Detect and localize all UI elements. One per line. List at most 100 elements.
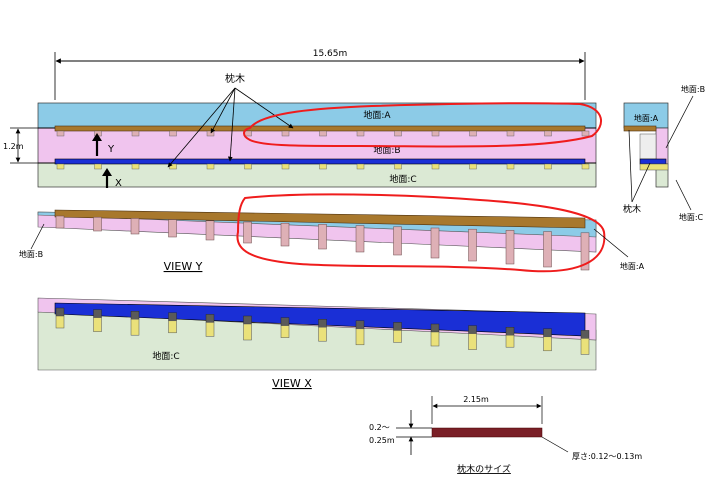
lower-stub [581, 163, 590, 170]
view-y-pile [168, 219, 177, 238]
view-x-cap [318, 319, 327, 328]
lower-stub [244, 163, 252, 170]
view-x-title: VIEW X [272, 377, 312, 390]
upper-stub [469, 130, 477, 137]
view-x-cap [393, 322, 402, 331]
upper-stub [356, 130, 365, 137]
view-y-pile [205, 220, 215, 241]
view-x-pile [580, 338, 590, 355]
overall-length-label: 15.65m [313, 49, 348, 59]
upper-stub [206, 130, 215, 137]
view-y-pile [55, 215, 65, 229]
view-y-pile [318, 224, 327, 250]
lower-stub [169, 163, 177, 170]
upper-stub [431, 130, 440, 137]
view-x-cap [430, 323, 440, 333]
lower-stub [356, 163, 365, 170]
view-x-cap [580, 330, 590, 339]
upper-sleeper-bar [54, 125, 586, 132]
view-x-cap [55, 307, 65, 317]
upper-stub [394, 130, 402, 137]
view-x-cap [280, 317, 290, 326]
x-axis-arrow: X [102, 168, 122, 189]
lower-stub [56, 163, 65, 170]
lower-stub [431, 163, 440, 170]
view-y-ground-b-label: 地面:B [19, 249, 43, 259]
view-x-pile [393, 330, 402, 343]
overall-length-dimension: 15.65m [54, 49, 586, 100]
upper-stub [506, 130, 515, 137]
view-x-cap [468, 325, 477, 334]
upper-stub [319, 130, 327, 137]
view-y-pile [243, 221, 252, 244]
view-y-pile [280, 222, 290, 247]
plan-view: 地面:A 地面:B 地面:C 枕木 1.2m Y X [3, 72, 602, 189]
view-y-pile [393, 226, 402, 256]
view-y-pile [93, 216, 102, 232]
upper-stub [131, 130, 140, 137]
sleeper-size-diagram: 2.15m 0.2〜 0.25m 厚さ:0.12〜0.13m 枕木のサイズ [369, 395, 642, 475]
lower-stub [94, 163, 102, 170]
plan-highlight [243, 102, 602, 148]
view-x-pile [468, 333, 477, 350]
view-x-cap [543, 328, 552, 337]
view-x-pile [318, 326, 327, 342]
side-ground-a [623, 102, 669, 129]
view-y-pile-group [55, 215, 590, 271]
view-y-pile [355, 225, 365, 253]
view-y-pile [430, 227, 440, 259]
ground-a-label: 地面:A [363, 109, 391, 121]
upper-stub [169, 130, 177, 137]
lower-stub [506, 163, 515, 170]
y-axis-arrow: Y [92, 133, 115, 156]
view-x-ground-c-label: 地面:C [152, 350, 179, 362]
view-x-pile [243, 323, 252, 341]
view-y: VIEW Y 地面:B 地面:A [19, 193, 645, 273]
side-sleeper-label: 枕木 [623, 203, 641, 215]
view-x-pile [205, 322, 215, 337]
side-ground-b-label: 地面:B [681, 84, 705, 94]
view-x-pile [55, 315, 65, 329]
view-y-highlight [236, 193, 606, 273]
view-x-pile [430, 331, 440, 347]
lower-stub [544, 163, 552, 170]
upper-stub [281, 130, 290, 137]
view-x: 地面:C VIEW X [37, 297, 597, 390]
upper-stub [581, 130, 590, 137]
view-y-pile [468, 228, 477, 262]
lower-stub [394, 163, 402, 170]
y-axis-label: Y [107, 144, 115, 155]
view-x-cap [355, 320, 365, 329]
view-y-pile [505, 230, 515, 265]
lower-stub [469, 163, 477, 170]
sleeper-width-label-2: 0.25m [369, 436, 395, 445]
view-x-pile [93, 317, 102, 332]
view-x-pile [355, 328, 365, 346]
side-ground-c-label: 地面:C [679, 212, 704, 222]
sleeper-width-label-1: 0.2〜 [369, 423, 390, 432]
upper-stub [544, 130, 552, 137]
lower-stub [281, 163, 290, 170]
view-x-cap [93, 309, 102, 318]
sleeper-block [431, 427, 543, 438]
ground-a-region [37, 102, 597, 129]
view-x-pile [168, 320, 177, 334]
view-y-pile [580, 232, 590, 271]
x-axis-label: X [115, 178, 122, 189]
view-x-cap [168, 312, 177, 321]
lower-stub [319, 163, 327, 170]
view-x-pile [280, 325, 290, 338]
view-x-pile-group [55, 307, 590, 355]
sleeper-thickness-label: 厚さ:0.12〜0.13m [572, 452, 642, 461]
lower-stub [131, 163, 140, 170]
sleeper-length-label: 2.15m [463, 395, 489, 404]
sleeper-size-title: 枕木のサイズ [457, 463, 511, 475]
height-dimension: 1.2m [3, 127, 55, 164]
upper-stub-group [56, 130, 590, 137]
height-label: 1.2m [3, 142, 24, 151]
lower-sleeper-bar [54, 158, 586, 165]
view-y-ground-a-label: 地面:A [620, 261, 645, 271]
lower-stub [206, 163, 215, 170]
view-x-pile [130, 318, 140, 336]
